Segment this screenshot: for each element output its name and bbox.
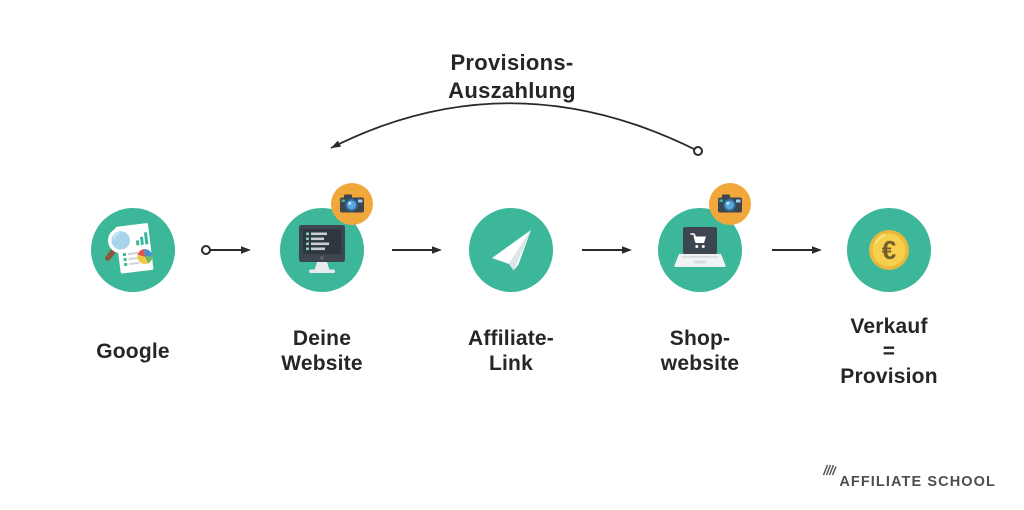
paper-plane-icon: [469, 208, 553, 292]
brand-name: AFFILIATE SCHOOL: [839, 474, 996, 490]
node-affiliate-link: Affiliate- Link: [431, 208, 591, 375]
node-label-shop-website: Shop- website: [660, 327, 740, 375]
node-label-verkauf-provision: Verkauf = Provision: [840, 314, 938, 388]
camera-icon: [709, 183, 751, 225]
brand-logo: AFFILIATE SCHOOL: [822, 464, 996, 490]
node-google: Google: [53, 208, 213, 363]
commission-payout-line1: Provisions-: [450, 50, 574, 75]
search-report-icon: [91, 208, 175, 292]
commission-payout-line2: Auszahlung: [448, 78, 576, 103]
commission-curve-arrow: [330, 102, 703, 156]
node-label-deine-website: Deine Website: [281, 327, 363, 375]
node-deine-website: Deine Website: [242, 183, 402, 375]
node-verkauf-provision: € Verkauf = Provision: [809, 208, 969, 388]
node-label-google: Google: [96, 339, 170, 363]
svg-text:€: €: [882, 235, 896, 265]
slashes-icon: [823, 464, 837, 476]
shop-laptop-icon: [658, 208, 742, 292]
commission-payout-label: Provisions- Auszahlung: [0, 49, 1024, 105]
node-shop-website: Shop- website: [620, 183, 780, 375]
code-monitor-icon: [280, 208, 364, 292]
node-label-affiliate-link: Affiliate- Link: [468, 327, 554, 375]
camera-icon: [331, 183, 373, 225]
euro-coin-icon: €: [847, 208, 931, 292]
